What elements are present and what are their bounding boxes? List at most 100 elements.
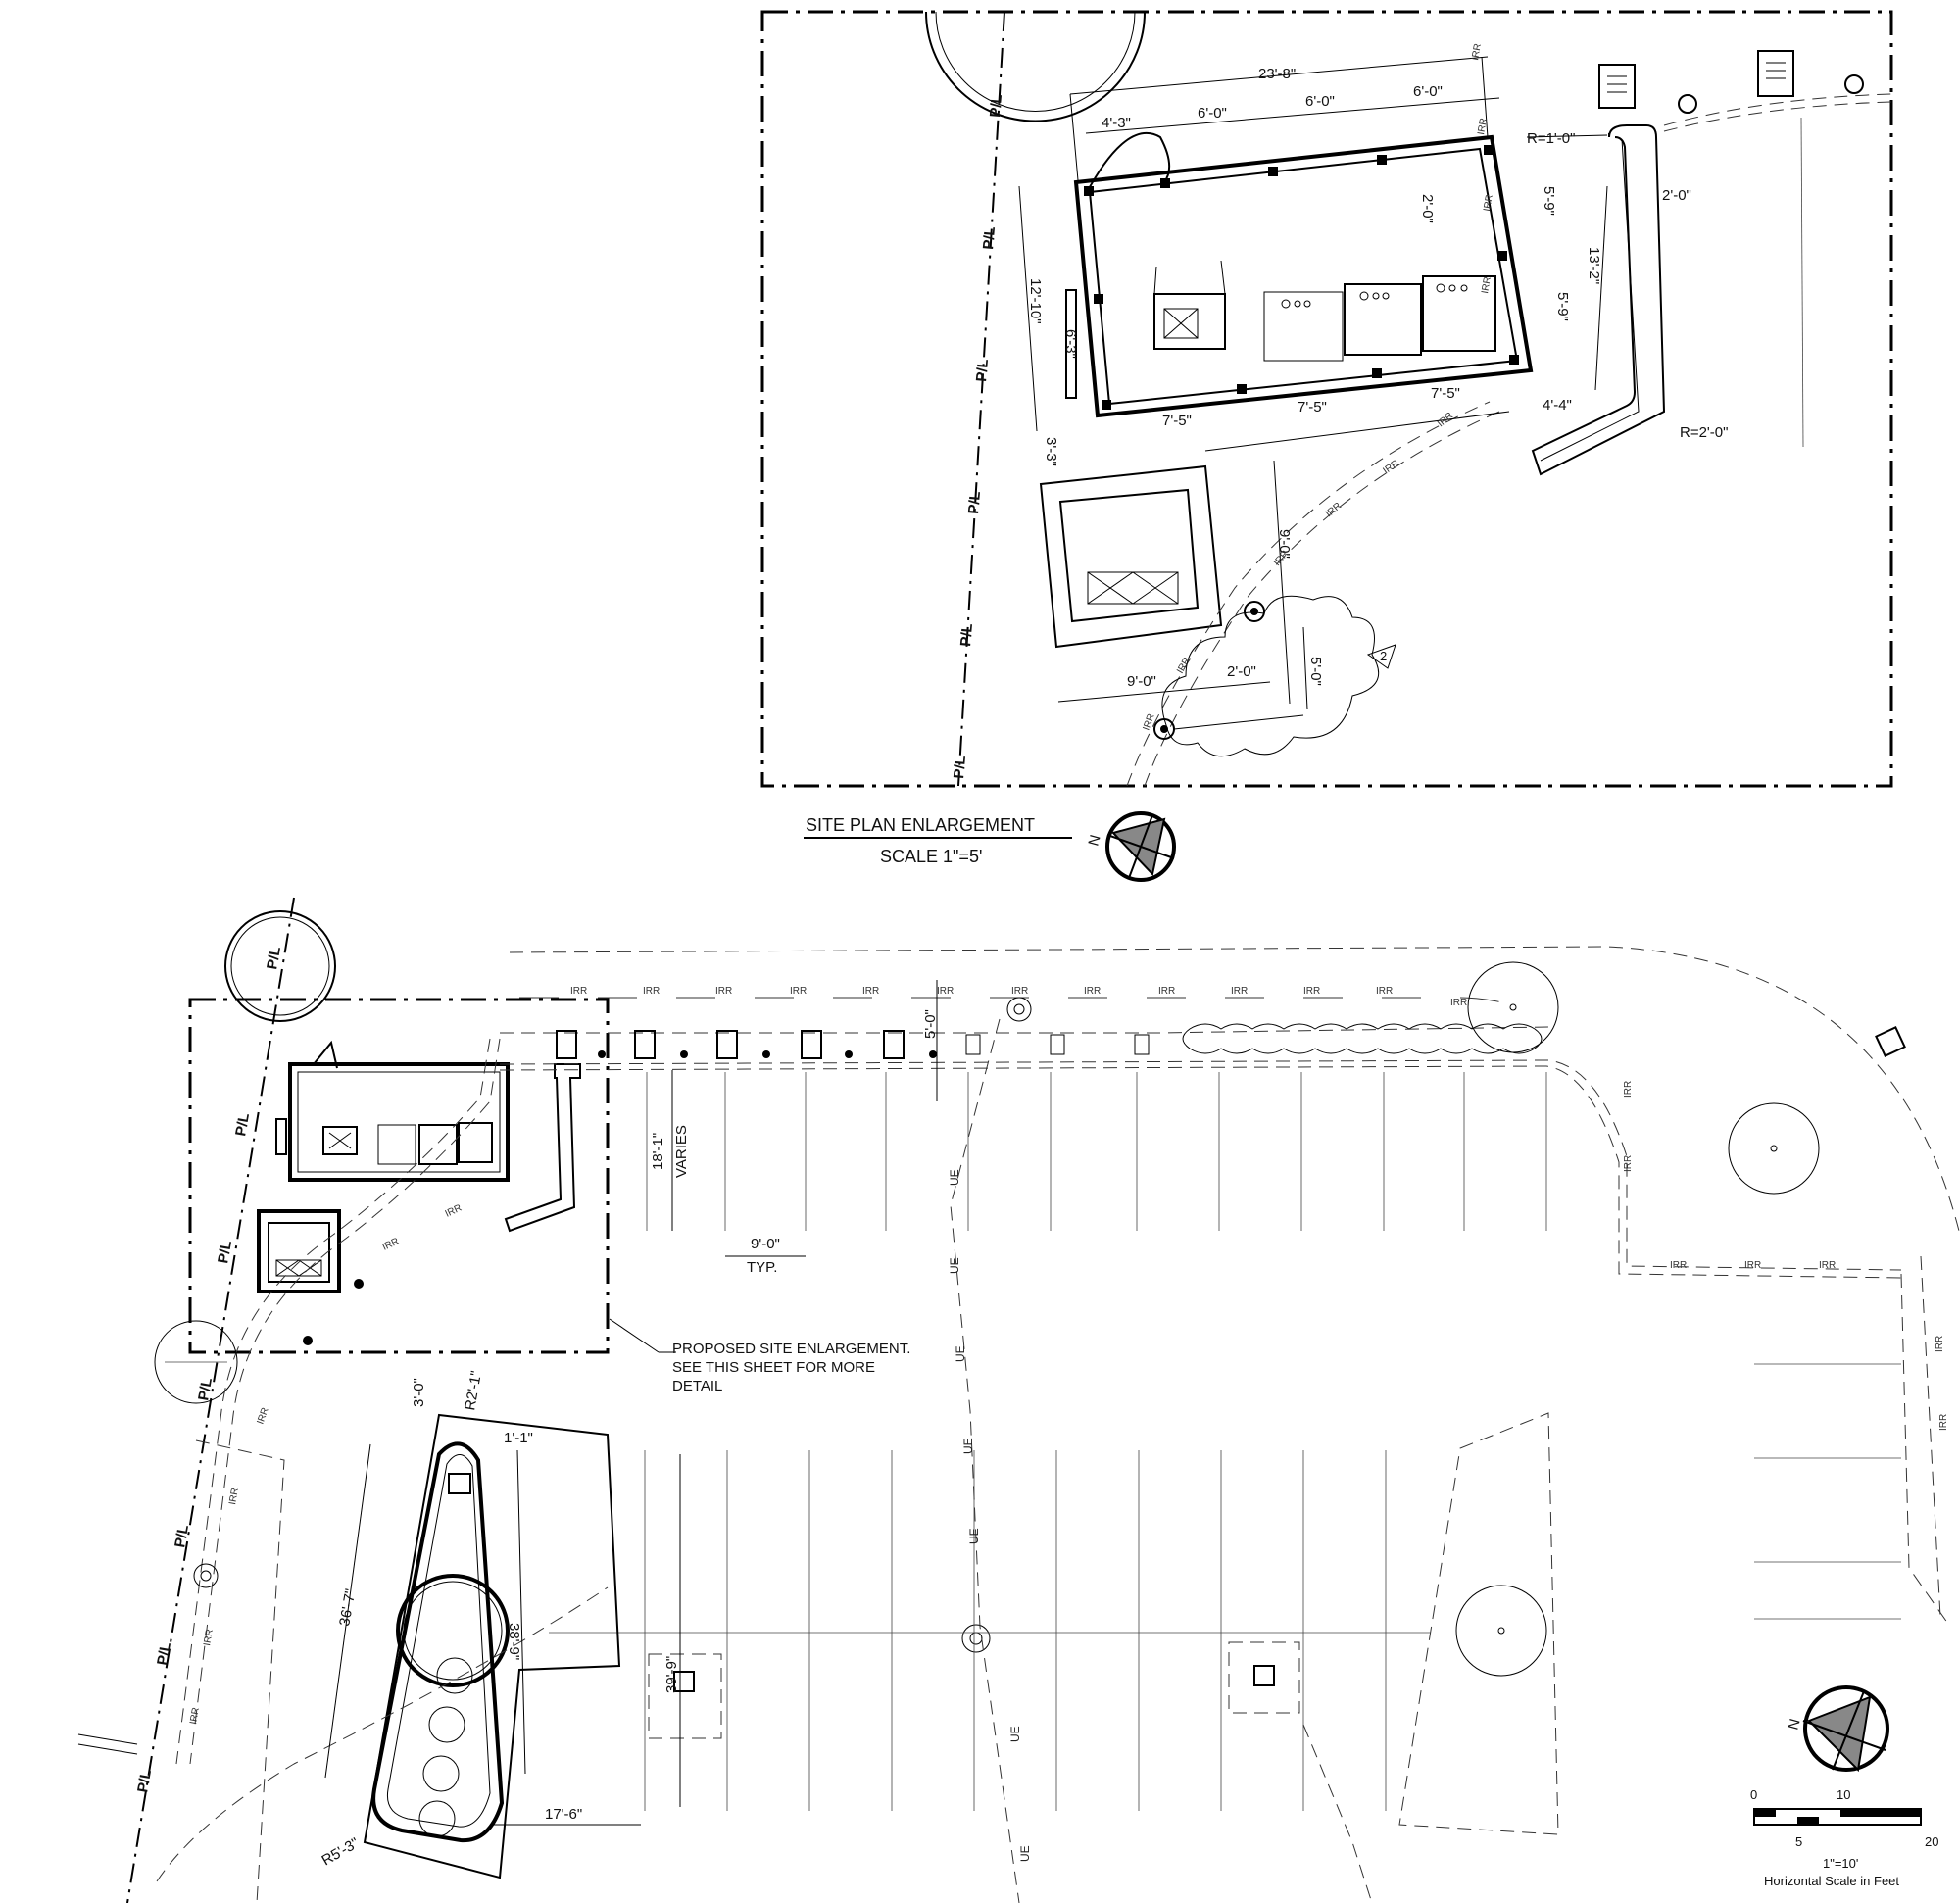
light-fixture: [193, 1563, 219, 1588]
enlargement-note-line3: DETAIL: [672, 1378, 722, 1394]
irr-label: IRR: [1011, 986, 1028, 997]
irr-label: IRR: [1450, 998, 1467, 1008]
transformer-pad-small: [257, 1209, 341, 1293]
tree-symbol: [1455, 1585, 1547, 1677]
pl-label: P/L: [965, 491, 984, 515]
pl-label: P/L: [987, 94, 1005, 119]
dim-5-0: 5'-0": [922, 1009, 939, 1039]
dim-12-10: 12'-10": [1027, 278, 1044, 324]
dim-9-0: 9'-0": [751, 1236, 780, 1252]
pl-label: P/L: [957, 623, 976, 648]
light-fixture: [961, 1624, 991, 1653]
dim-3-3: 3'-3": [1043, 437, 1059, 466]
dim-typ: TYP.: [747, 1259, 777, 1276]
pl-label: P/L: [980, 226, 999, 251]
dim-1-1: 1'-1": [504, 1430, 533, 1446]
hedge: [1182, 1023, 1543, 1054]
irr-label: IRR: [1303, 986, 1320, 997]
tree-symbol: [154, 1320, 238, 1404]
dim-18-1: 18'-1": [650, 1133, 666, 1170]
pull-box-pad: [648, 1653, 722, 1739]
irr-label: IRR: [202, 1629, 216, 1647]
tree-canopy: [396, 1574, 510, 1687]
pl-label: P/L: [264, 946, 284, 971]
curb-small: [504, 1063, 581, 1233]
transformer-box: [1153, 293, 1226, 350]
ue-label: UE: [961, 1438, 975, 1454]
dim-5-0: 5'-0": [1307, 657, 1324, 686]
dim-17-6: 17'-6": [545, 1806, 582, 1823]
enlargement-note-line1: PROPOSED SITE ENLARGEMENT.: [672, 1341, 910, 1357]
enlargement-scale: SCALE 1"=5': [880, 847, 982, 866]
dim-38-9: 38'-9": [506, 1623, 522, 1660]
ue-label: UE: [948, 1257, 961, 1274]
irr-label: IRR: [255, 1406, 270, 1426]
enlargement-title: SITE PLAN ENLARGEMENT: [806, 815, 1035, 835]
pl-label: P/L: [172, 1524, 192, 1549]
pl-label: P/L: [951, 756, 969, 780]
irr-label: IRR: [1670, 1260, 1687, 1271]
dim-5-9-a: 5'-9": [1541, 186, 1557, 216]
irr-label: IRR: [381, 1236, 401, 1252]
irr-label: IRR: [715, 986, 732, 997]
main-site-plan: P/L P/L P/L P/L P/L P/L P/L IRR IRR: [77, 897, 1960, 1903]
ue-label: UE: [1008, 1726, 1022, 1742]
ue-label: UE: [1018, 1845, 1032, 1862]
dim-6-0-a: 6'-0": [1198, 105, 1227, 122]
charger-row: [556, 1030, 1150, 1059]
ue-label: UE: [967, 1528, 981, 1544]
irr-line-main-curve: [175, 1038, 491, 1765]
north-label: N: [1085, 833, 1103, 848]
dim-r-1-0: R=1'-0": [1527, 130, 1575, 147]
dim-4-3: 4'-3": [1102, 115, 1131, 131]
landscape-island: [1398, 1412, 1559, 1835]
irr-label: IRR: [1231, 986, 1248, 997]
pl-label: P/L: [232, 1112, 253, 1138]
dim-6-0-c: 6'-0": [1413, 83, 1443, 100]
transformer-detail: [1163, 308, 1199, 339]
tree-canopy: [224, 910, 336, 1022]
irr-label: IRR: [188, 1707, 202, 1726]
dim-r-2-0: R=2'-0": [1680, 424, 1728, 441]
curb-line: [500, 1026, 1549, 1034]
bollard-bracket: [1065, 289, 1077, 399]
landscape-area: [363, 1413, 621, 1879]
dim-overall-width: 23'-8": [1258, 66, 1296, 82]
utility-easement-line: [950, 1018, 1020, 1903]
parking-stripes-right: [1754, 1363, 1901, 1620]
irr-label: IRR: [1084, 986, 1101, 997]
pull-box-pad: [1228, 1641, 1300, 1714]
irr-line-top: [1663, 93, 1892, 126]
dim-36-7: 36'-7": [336, 1587, 359, 1628]
dim-7-5-a: 7'-5": [1162, 413, 1192, 429]
dim-13-2: 13'-2": [1586, 247, 1602, 284]
scale-tick-20: 20: [1925, 1834, 1938, 1849]
dim-varies: VARIES: [673, 1125, 690, 1178]
scale-tick-0: 0: [1750, 1787, 1757, 1802]
irr-label: IRR: [1476, 118, 1490, 136]
dim-6-3: 6'-3": [1062, 329, 1079, 359]
pl-label: P/L: [154, 1641, 174, 1667]
equipment-pad: [1073, 134, 1534, 418]
revision-cloud: [1161, 595, 1380, 757]
dim-r-5-3: R5'-3": [319, 1834, 363, 1869]
pl-label: P/L: [195, 1377, 216, 1402]
light-fixture: [1006, 997, 1032, 1022]
gate-swing: [1085, 131, 1171, 195]
pull-box-1: [1598, 64, 1636, 109]
pl-label: P/L: [215, 1240, 235, 1265]
transformer-pad: [1039, 464, 1223, 649]
bioswale: [371, 1441, 505, 1843]
charger-cabinet-2: [1422, 275, 1496, 352]
dim-2-0-bottom: 2'-0": [1227, 663, 1256, 680]
irr-label: IRR: [1470, 43, 1484, 62]
scale-ratio: 1"=10': [1823, 1856, 1858, 1871]
dim-9-0-h: 9'-0": [1127, 673, 1156, 690]
irr-label: IRR: [1158, 986, 1175, 997]
dim-r-2-1: R2'-1": [462, 1370, 485, 1412]
irr-label: IRR: [1744, 1260, 1761, 1271]
irr-label: IRR: [444, 1202, 464, 1219]
scale-tick-5: 5: [1795, 1834, 1802, 1849]
revision-triangle: [1366, 644, 1396, 669]
irr-label: IRR: [1935, 1336, 1945, 1352]
